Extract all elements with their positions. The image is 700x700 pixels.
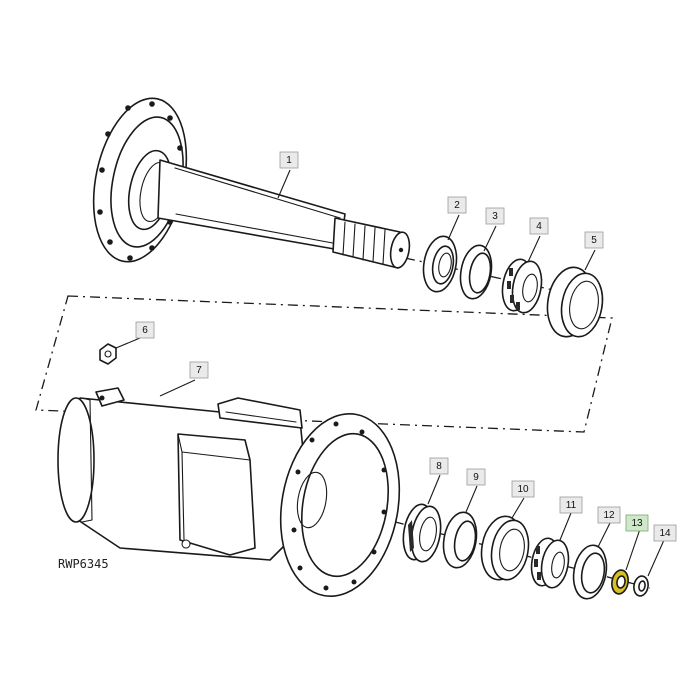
part-5-bearing-cup: [546, 266, 604, 338]
callout-label-9: 9: [473, 472, 479, 483]
callout-box-2: [447, 196, 467, 214]
callout-label-4: 4: [536, 221, 542, 232]
callout-5: 5: [584, 231, 604, 249]
part-11-roller-bearing: [530, 537, 570, 589]
callout-label-3: 3: [492, 211, 498, 222]
callout-label-13: 13: [631, 518, 643, 529]
callout-label-1: 1: [286, 155, 292, 166]
part-8-oil-seal: [402, 503, 442, 563]
callout-14: 14: [653, 524, 677, 542]
callout-label-6: 6: [142, 325, 148, 336]
callout-box-1: [279, 151, 299, 169]
callout-3: 3: [485, 207, 505, 225]
reference-code: RWP6345: [58, 557, 109, 571]
callout-label-14: 14: [659, 528, 671, 539]
callout-label-8: 8: [436, 461, 442, 472]
part-4-roller-bearing: [501, 258, 543, 314]
part-6-nut: [99, 343, 117, 365]
callout-2: 2: [447, 196, 467, 214]
callout-6: 6: [135, 321, 155, 339]
callout-9: 9: [466, 468, 486, 486]
callout-7: 7: [189, 361, 209, 379]
callout-box-6: [135, 321, 155, 339]
part-9-ring: [442, 511, 478, 569]
callout-box-14: [653, 524, 677, 542]
callout-box-12: [597, 506, 621, 524]
axle-housing: [57, 387, 401, 597]
callout-box-4: [529, 217, 549, 235]
callout-box-8: [429, 457, 449, 475]
callout-4: 4: [529, 217, 549, 235]
callout-box-10: [511, 480, 535, 498]
callout-label-5: 5: [591, 235, 597, 246]
axle-shaft: [92, 97, 411, 269]
callout-box-3: [485, 207, 505, 225]
callout-10: 10: [511, 480, 535, 498]
callout-box-11: [559, 496, 583, 514]
callout-8: 8: [429, 457, 449, 475]
assembly-boundary: [35, 295, 613, 433]
callout-box-7: [189, 361, 209, 379]
part-13-washer: [611, 569, 629, 595]
part-3-ring: [459, 244, 493, 300]
part-10-bearing-cup: [480, 515, 530, 581]
callout-label-2: 2: [454, 200, 460, 211]
callout-label-7: 7: [196, 365, 202, 376]
callout-box-13: [625, 514, 649, 532]
callout-11: 11: [559, 496, 583, 514]
callout-1: 1: [279, 151, 299, 169]
callout-label-10: 10: [517, 484, 529, 495]
part-14-snap-ring: [633, 575, 649, 597]
callout-12: 12: [597, 506, 621, 524]
callout-box-9: [466, 468, 486, 486]
part-12-spacer-ring: [572, 544, 608, 600]
part-2-oil-seal: [422, 235, 458, 293]
callout-label-11: 11: [566, 500, 577, 511]
callout-label-12: 12: [603, 510, 615, 521]
leader-lines: [115, 169, 665, 577]
callout-box-5: [584, 231, 604, 249]
callout-13: 13: [625, 514, 649, 532]
